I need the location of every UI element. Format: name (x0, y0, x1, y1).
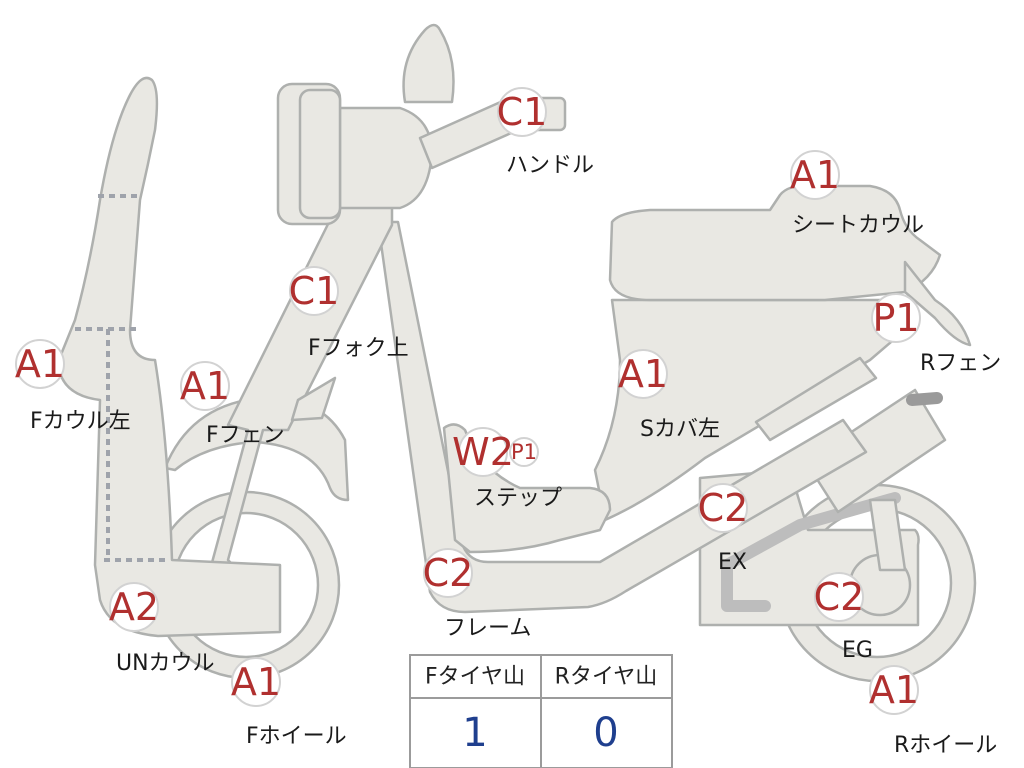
handle-name: ハンドル (506, 153, 594, 178)
f-fender-name: Fフェン (206, 423, 285, 448)
part-label-un-cowl[interactable]: A2 UNカウル (109, 582, 215, 676)
part-label-r-fender[interactable]: P1 Rフェン (871, 293, 1001, 376)
r-wheel-code: A1 (869, 668, 919, 712)
r-fender-name: Rフェン (920, 351, 1001, 376)
frame-code: C2 (423, 551, 474, 595)
exhaust-name: EX (718, 550, 747, 575)
front-fork (208, 194, 394, 572)
step-sub-code: P1 (511, 440, 537, 464)
seat-cowl-name: シートカウル (792, 213, 924, 238)
table-value-rear-tread: 0 (593, 710, 618, 756)
table-header-rear-tread: Rタイヤ山 (555, 665, 658, 690)
f-fork-upper-code: C1 (289, 269, 340, 313)
seat-cowl-code: A1 (790, 153, 840, 197)
s-cover-left-code: A1 (618, 352, 668, 396)
front-fender (163, 396, 350, 502)
engine-name: EG (842, 638, 873, 663)
part-label-handle[interactable]: C1 ハンドル (497, 87, 594, 178)
part-label-step[interactable]: W2 P1 ステップ (452, 427, 562, 511)
part-label-exhaust[interactable]: C2 EX (698, 483, 749, 575)
engine-code: C2 (814, 575, 865, 619)
un-cowl-code: A2 (109, 585, 159, 629)
f-fender-code: A1 (180, 364, 230, 408)
exhaust-pipe (721, 492, 901, 612)
part-label-f-wheel[interactable]: A1 Fホイール (231, 657, 347, 749)
part-label-f-fender[interactable]: A1 Fフェン (180, 361, 285, 448)
frame-name: フレーム (444, 616, 531, 641)
exhaust-code: C2 (698, 486, 749, 530)
r-wheel-name: Rホイール (894, 733, 997, 758)
handle-code: C1 (497, 90, 548, 134)
handle-base (276, 23, 567, 226)
part-label-f-cowl-left[interactable]: A1 Fカウル左 (15, 339, 131, 434)
front-cowl (56, 76, 282, 638)
tire-tread-table: Fタイヤ山 Rタイヤ山 1 0 (409, 654, 673, 768)
table-value-front-tread: 1 (462, 710, 487, 756)
footboard (442, 423, 612, 554)
part-label-f-fork-upper[interactable]: C1 Fフォク上 (289, 266, 409, 361)
f-fork-upper-name: Fフォク上 (308, 336, 409, 361)
part-label-seat-cowl[interactable]: A1 シートカウル (790, 150, 924, 238)
s-cover-left-name: Sカバ左 (640, 417, 720, 442)
step-name: ステップ (474, 486, 562, 511)
seat (608, 183, 972, 347)
part-label-r-wheel[interactable]: A1 Rホイール (869, 665, 997, 758)
f-cowl-left-name: Fカウル左 (30, 409, 131, 434)
table-header-front-tread: Fタイヤ山 (425, 665, 525, 690)
f-wheel-name: Fホイール (246, 724, 347, 749)
part-label-s-cover-left[interactable]: A1 Sカバ左 (618, 349, 720, 442)
r-fender-code: P1 (872, 296, 919, 340)
f-wheel-code: A1 (231, 660, 281, 704)
f-cowl-left-code: A1 (15, 342, 65, 386)
rear-shock (804, 388, 947, 572)
part-label-frame[interactable]: C2 フレーム (423, 548, 532, 641)
part-label-engine[interactable]: C2 EG (814, 572, 873, 663)
step-code: W2 (452, 430, 514, 474)
un-cowl-name: UNカウル (116, 651, 215, 676)
